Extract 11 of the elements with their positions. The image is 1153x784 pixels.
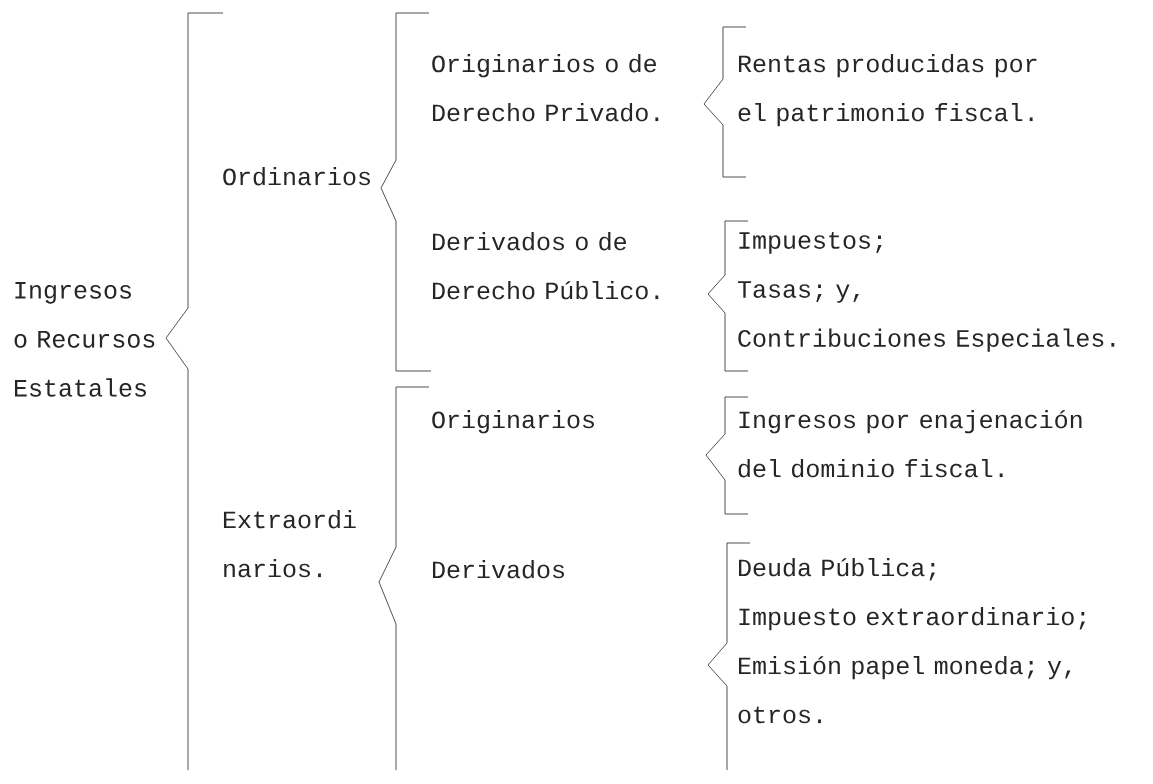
category-label: Originarios bbox=[432, 410, 594, 434]
category-label: Impuestos; Tasas; y, Contribuciones Especiales. bbox=[737, 232, 1115, 352]
category-label: Ordinarios bbox=[223, 167, 370, 186]
category-label: Deuda Pública; Impuesto extraordinario; Emisión papel moneda; y, otros. bbox=[738, 558, 1085, 724]
category-label: Derivados o de Derecho Público. bbox=[433, 232, 659, 300]
category-label: Rentas producidas por el patrimonio fiscal. bbox=[738, 54, 1037, 127]
category-label: Ingresos por enajenación del dominio fiscal. bbox=[738, 410, 1082, 478]
category-label: Extraordi narios. bbox=[224, 510, 356, 578]
category-label: Ingresos o Recursos Estatales bbox=[14, 282, 155, 397]
category-label: Originarios o de Derecho Privado. bbox=[432, 54, 659, 122]
category-label: Derivados bbox=[433, 560, 564, 579]
